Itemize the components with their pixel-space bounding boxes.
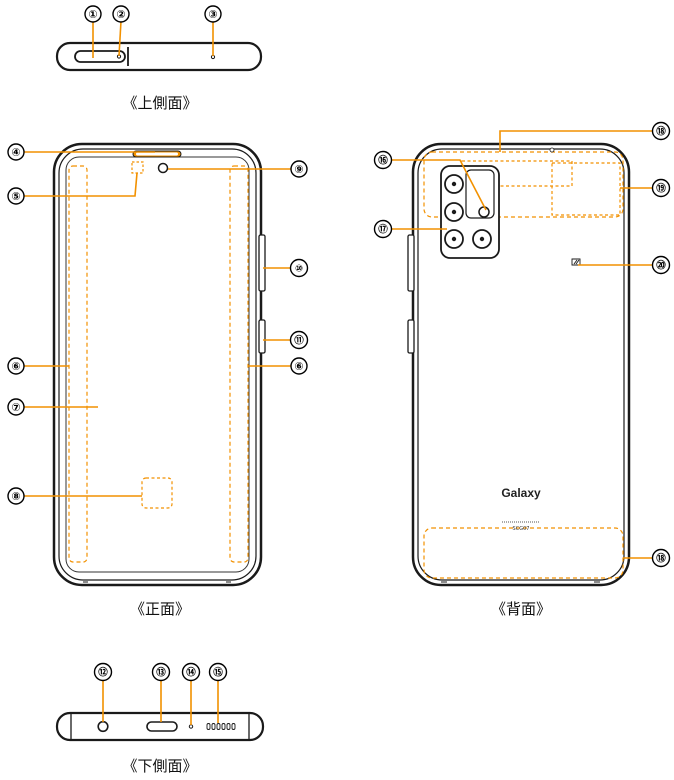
- nfc-antenna-area: [551, 162, 621, 216]
- svg-text:⑮: ⑮: [213, 667, 223, 679]
- svg-text:⑥: ⑥: [11, 360, 20, 373]
- svg-text:⑧: ⑧: [11, 490, 20, 503]
- callout-14: ⑭: [181, 662, 201, 682]
- callout-1: ①: [84, 5, 102, 23]
- front-view: [52, 142, 266, 587]
- bottom-side-view: [55, 711, 265, 742]
- side-key: [258, 319, 266, 354]
- callout-13: ⑬: [151, 662, 171, 682]
- back-brand-logo: Galaxy: [501, 486, 541, 500]
- callout-8: ⑧: [7, 487, 25, 505]
- svg-text:⑰: ⑰: [378, 224, 388, 236]
- callout-6-right: ⑥: [290, 357, 308, 375]
- svg-text:⑬: ⑬: [156, 667, 166, 679]
- front-camera: [157, 162, 169, 174]
- caption-front: 《正面》: [129, 600, 191, 618]
- svg-text:⑲: ⑲: [656, 183, 666, 195]
- rear-cameras: [444, 174, 492, 249]
- callout-15: ⑮: [208, 662, 228, 682]
- callout-16: ⑯: [373, 150, 393, 170]
- back-model-label: SCG07: [513, 526, 530, 532]
- svg-text:①: ①: [88, 8, 97, 21]
- leader-lines: [24, 20, 653, 725]
- callouts: ① ② ③ ④ ⑤ ⑥ ⑥ ⑦ ⑧ ⑨ ⑩ ⑪ ⑫ ⑬ ⑭ ⑮ ⑯ ⑰ ⑱ ⑲ …: [7, 5, 671, 682]
- antenna-area-top: [423, 151, 624, 218]
- svg-text:⑱: ⑱: [656, 126, 666, 138]
- volume-keys: [258, 234, 266, 292]
- bottom-mic-hole: [188, 724, 194, 729]
- callout-12: ⑫: [93, 662, 113, 682]
- svg-text:⑩: ⑩: [295, 264, 303, 275]
- sim-tray: [74, 50, 126, 63]
- callout-11: ⑪: [289, 330, 309, 350]
- callout-18-top: ⑱: [651, 121, 671, 141]
- caption-back: 《背面》: [490, 600, 552, 618]
- callout-3: ③: [204, 5, 222, 23]
- antenna-area-right: [229, 165, 249, 563]
- callout-17: ⑰: [373, 219, 393, 239]
- headphone-jack: [97, 720, 109, 733]
- svg-text:④: ④: [11, 146, 20, 159]
- callout-10: ⑩: [289, 258, 309, 278]
- callout-4: ④: [7, 143, 25, 161]
- usb-c-port: [146, 721, 178, 732]
- svg-text:②: ②: [116, 8, 125, 21]
- callout-2: ②: [112, 5, 130, 23]
- top-side-view: [55, 41, 263, 72]
- svg-text:⑥: ⑥: [294, 360, 303, 373]
- svg-text:⑪: ⑪: [294, 335, 304, 347]
- svg-text:⑭: ⑭: [186, 667, 196, 679]
- callout-20: ⑳: [651, 255, 671, 275]
- proximity-sensor-area: [131, 161, 144, 174]
- flash: [478, 206, 490, 218]
- svg-text:⑦: ⑦: [11, 401, 20, 414]
- fingerprint-sensor-area: [141, 477, 173, 509]
- svg-text:⑯: ⑯: [378, 155, 388, 167]
- callout-7: ⑦: [7, 398, 25, 416]
- caption-top-side: 《上側面》: [122, 94, 198, 112]
- caption-bottom-side: 《下側面》: [122, 757, 198, 775]
- svg-text:⑱: ⑱: [656, 553, 666, 565]
- svg-text:③: ③: [208, 8, 217, 21]
- antenna-area-left: [68, 165, 88, 563]
- back-view: Galaxy SCG07: [407, 142, 631, 587]
- callout-18-bottom: ⑱: [651, 548, 671, 568]
- callout-19: ⑲: [651, 178, 671, 198]
- svg-text:⑳: ⑳: [656, 260, 666, 272]
- svg-text:⑫: ⑫: [98, 667, 108, 679]
- callout-5: ⑤: [7, 187, 25, 205]
- svg-text:⑤: ⑤: [11, 190, 20, 203]
- callout-6-left: ⑥: [7, 357, 25, 375]
- svg-text:⑨: ⑨: [294, 163, 303, 176]
- callout-9: ⑨: [290, 160, 308, 178]
- antenna-area-bottom: [423, 527, 624, 579]
- speaker-holes: [206, 723, 236, 730]
